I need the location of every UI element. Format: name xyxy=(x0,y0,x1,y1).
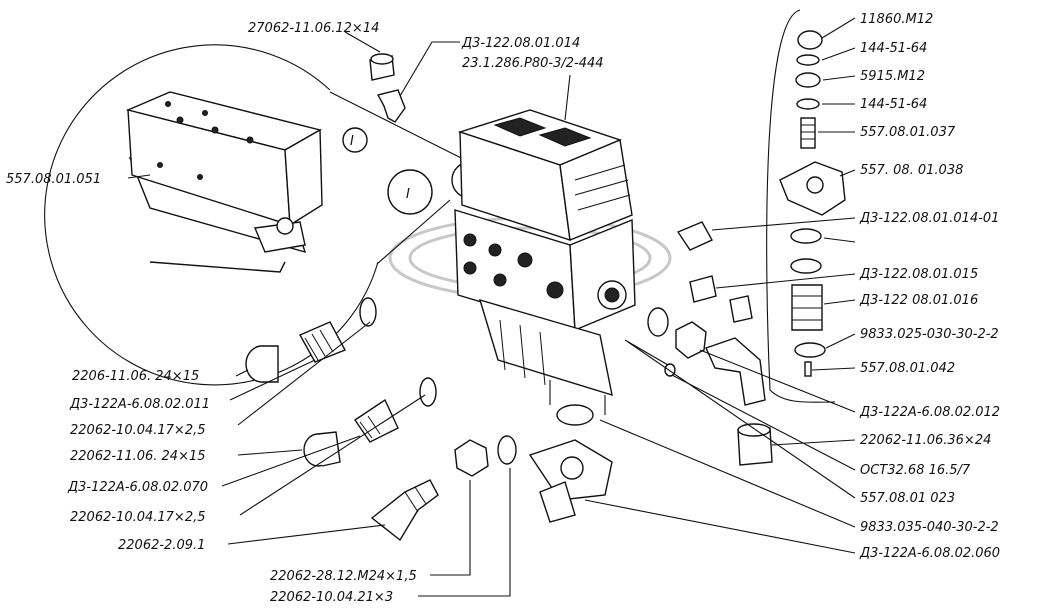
label-ost32-68: ОСТ32.68 16.5/7 xyxy=(860,463,971,478)
label-d3-122a-6-08-02-060: Д3-122А-6.08.02.060 xyxy=(859,546,1000,561)
label-22062-10-04-21x3: 22062-10.04.21×3 xyxy=(270,590,393,605)
leader-lines xyxy=(127,17,856,597)
label-144-51-64-a: 144-51-64 xyxy=(860,41,927,56)
left-parts xyxy=(245,297,613,542)
right-parts xyxy=(624,9,846,466)
label-22062-11-06-36x24: 22062-11.06.36×24 xyxy=(860,433,991,448)
label-22062-10-04-17x2-5-a: 22062-10.04.17×2,5 xyxy=(70,423,206,438)
label-d3-122-08-01-016: Д3-122 08.01.016 xyxy=(859,293,978,308)
label-557-08-01-038: 557. 08. 01.038 xyxy=(860,163,963,178)
callout-label-i: I xyxy=(406,187,410,202)
label-22062-10-04-17x2-5-b: 22062-10.04.17×2,5 xyxy=(70,510,206,525)
label-27062-11-06-12x14: 27062-11.06.12×14 xyxy=(248,21,379,36)
label-557-08-01-042: 557.08.01.042 xyxy=(860,361,955,376)
label-5915-m12: 5915.М12 xyxy=(860,69,925,84)
label-144-51-64-b: 144-51-64 xyxy=(860,97,927,112)
label-d3-122-08-01-014-01: Д3-122.08.01.014-01 xyxy=(859,211,999,226)
label-2206-11-06-24x15: 2206-11.06. 24×15 xyxy=(72,369,199,384)
label-9833-025-030: 9833.025-030-30-2-2 xyxy=(860,327,999,342)
label-557-08-01-037: 557.08.01.037 xyxy=(860,125,956,140)
detail-label-circle xyxy=(342,127,368,153)
label-9833-035-040: 9833.035-040-30-2-2 xyxy=(860,520,999,535)
label-d3-122-08-01-014: Д3-122.08.01.014 xyxy=(461,36,580,51)
labels: 27062-11.06.12×14 Д3-122.08.01.014 23.1.… xyxy=(6,12,1000,605)
valve-housing xyxy=(454,109,636,415)
detail-view-circle: I xyxy=(44,44,486,386)
label-22062-2-09-1: 22062-2.09.1 xyxy=(118,538,205,553)
label-22062-28-12-m24: 22062-28.12.М24×1,5 xyxy=(270,569,417,584)
label-557-08-01-023: 557.08.01 023 xyxy=(860,491,955,506)
detail-label-i: I xyxy=(350,134,354,149)
label-22062-11-06-24x15: 22062-11.06. 24×15 xyxy=(70,449,206,464)
label-d3-122a-6-08-02-011: Д3-122А-6.08.02.011 xyxy=(69,397,210,412)
top-parts xyxy=(369,53,406,123)
label-d3-122a-6-08-02-070: Д3-122А-6.08.02.070 xyxy=(67,480,208,495)
label-11860-m12: 11860.М12 xyxy=(860,12,933,27)
label-d3-122-08-01-015: Д3-122.08.01.015 xyxy=(859,267,978,282)
label-557-08-01-051: 557.08.01.051 xyxy=(6,172,101,187)
label-d3-122a-6-08-02-012: Д3-122А-6.08.02.012 xyxy=(859,405,1000,420)
label-23-1-286-r80: 23.1.286.Р80-3/2-444 xyxy=(462,56,604,71)
